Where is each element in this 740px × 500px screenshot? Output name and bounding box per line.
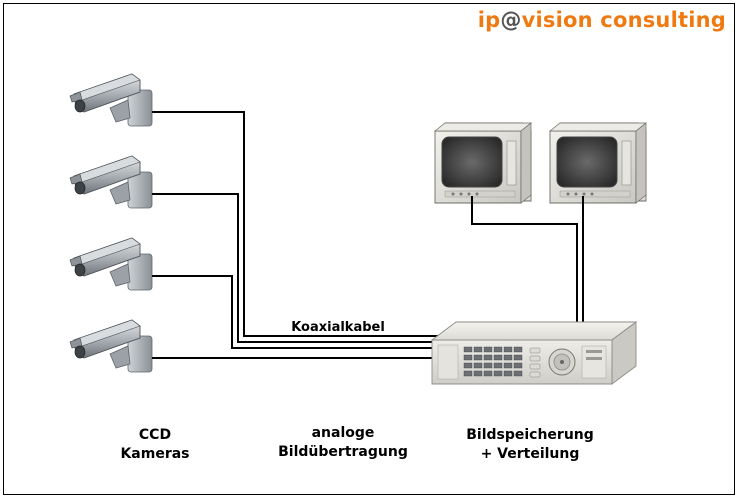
monitor-2 [549,122,647,204]
company-logo: ip@vision consulting [477,8,726,32]
video-recorder [430,321,638,385]
cable-monitor-1 [471,196,578,333]
coax-cables [152,111,446,359]
transfer-label: analoge Bildübertragung [278,425,408,460]
cameras-label: CCD Kameras [120,427,190,462]
ccd-camera-4 [69,319,153,373]
ccd-camera-1 [69,73,153,127]
cable-camera-1 [152,111,446,337]
ccd-camera-3 [69,237,153,291]
cable-label: Koaxialkabel [291,320,385,335]
storage-label: Bildspeicherung + Verteilung [466,427,594,462]
monitor-cables [471,196,584,333]
monitor-1 [434,122,532,204]
ccd-camera-2 [69,155,153,209]
cable-camera-2 [152,193,446,343]
cable-camera-3 [152,275,446,349]
